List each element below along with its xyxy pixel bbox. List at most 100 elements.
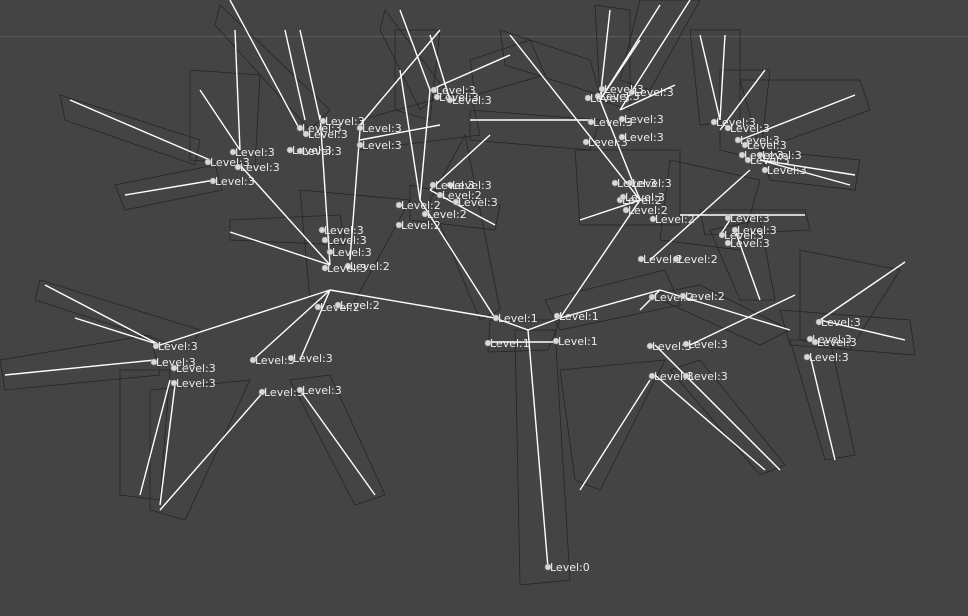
joint-node-40[interactable] [152, 342, 160, 350]
joint-node-53[interactable] [594, 92, 602, 100]
joint-node-66[interactable] [738, 151, 746, 159]
joint-node-54[interactable] [584, 94, 592, 102]
joint-node-60[interactable] [682, 340, 690, 348]
joint-node-8[interactable] [436, 191, 444, 199]
joint-node-52[interactable] [598, 85, 606, 93]
branch-hull-22 [619, 0, 701, 91]
joint-node-23[interactable] [286, 146, 294, 154]
joint-node-59[interactable] [646, 342, 654, 350]
joint-node-20[interactable] [229, 148, 237, 156]
joint-label-72: Level:3 [737, 224, 777, 237]
joint-node-48[interactable] [587, 118, 595, 126]
joint-node-61[interactable] [648, 372, 656, 380]
bone-line-17 [299, 389, 376, 496]
joint-node-62[interactable] [682, 372, 690, 380]
joint-node-55[interactable] [628, 88, 636, 96]
joint-node-69[interactable] [761, 166, 769, 174]
joint-node-2[interactable] [484, 339, 492, 347]
joint-node-64[interactable] [724, 124, 732, 132]
joint-node-13[interactable] [622, 206, 630, 214]
joint-node-6[interactable] [395, 221, 403, 229]
joint-node-17[interactable] [648, 293, 656, 301]
joint-node-39[interactable] [321, 264, 329, 272]
joint-node-21[interactable] [209, 177, 217, 185]
joint-node-58[interactable] [619, 193, 627, 201]
joint-node-14[interactable] [649, 215, 657, 223]
joint-node-46[interactable] [258, 388, 266, 396]
joint-node-29[interactable] [356, 141, 364, 149]
joint-node-16[interactable] [672, 255, 680, 263]
joint-node-43[interactable] [170, 379, 178, 387]
joint-node-75[interactable] [815, 318, 823, 326]
joint-node-25[interactable] [302, 130, 310, 138]
joint-node-72[interactable] [731, 226, 739, 234]
joint-node-42[interactable] [170, 364, 178, 372]
bone-line-30 [359, 29, 441, 126]
joint-node-65[interactable] [734, 136, 742, 144]
joint-node-24[interactable] [296, 124, 304, 132]
branch-hull-11 [214, 4, 331, 131]
joint-node-73[interactable] [718, 231, 726, 239]
joint-node-32[interactable] [446, 96, 454, 104]
joint-label-70: Level:3 [747, 139, 787, 152]
joint-node-71[interactable] [724, 214, 732, 222]
joint-node-34[interactable] [429, 181, 437, 189]
joint-node-26[interactable] [319, 117, 327, 125]
joint-node-77[interactable] [811, 338, 819, 346]
joint-node-5[interactable] [395, 201, 403, 209]
joint-node-47[interactable] [296, 386, 304, 394]
bone-line-57 [719, 34, 726, 121]
joint-node-28[interactable] [356, 124, 364, 132]
joint-node-0[interactable] [544, 563, 552, 571]
joint-node-44[interactable] [249, 356, 257, 364]
joint-node-78[interactable] [803, 353, 811, 361]
joint-node-30[interactable] [430, 86, 438, 94]
joint-node-9[interactable] [314, 303, 322, 311]
joint-node-70[interactable] [741, 141, 749, 149]
branch-hull-33 [709, 219, 776, 301]
joint-node-51[interactable] [618, 115, 626, 123]
joint-node-38[interactable] [326, 248, 334, 256]
joint-node-4[interactable] [552, 337, 560, 345]
bone-line-4 [419, 199, 496, 319]
joint-node-68[interactable] [756, 151, 764, 159]
joint-node-3[interactable] [553, 312, 561, 320]
bone-line-24 [234, 29, 241, 151]
joint-node-11[interactable] [344, 262, 352, 270]
bone-line-36 [429, 134, 491, 191]
joint-node-33[interactable] [446, 181, 454, 189]
joint-node-31[interactable] [433, 93, 441, 101]
bone-line-19 [319, 114, 331, 266]
joint-node-56[interactable] [611, 179, 619, 187]
bone-line-34 [429, 54, 511, 91]
bone-line-5 [329, 289, 496, 319]
joint-node-74[interactable] [724, 239, 732, 247]
joint-node-18[interactable] [679, 292, 687, 300]
joint-node-41[interactable] [150, 358, 158, 366]
joint-node-19[interactable] [204, 158, 212, 166]
joint-node-15[interactable] [637, 255, 645, 263]
joint-node-57[interactable] [626, 179, 634, 187]
joint-node-76[interactable] [806, 335, 814, 343]
joint-node-37[interactable] [321, 236, 329, 244]
joint-label-24: Level:3 [302, 122, 342, 135]
joint-node-45[interactable] [287, 354, 295, 362]
joint-node-22[interactable] [234, 163, 242, 171]
joint-node-67[interactable] [744, 156, 752, 164]
joint-node-36[interactable] [318, 226, 326, 234]
bone-line-21 [69, 99, 211, 161]
joint-node-49[interactable] [582, 138, 590, 146]
joint-node-50[interactable] [618, 133, 626, 141]
joint-node-63[interactable] [710, 118, 718, 126]
joint-label-73: Level:3 [724, 229, 764, 242]
joint-label-34: Level:3 [435, 179, 475, 192]
joint-node-35[interactable] [452, 198, 460, 206]
joint-node-27[interactable] [296, 147, 304, 155]
joint-node-7[interactable] [421, 210, 429, 218]
joint-node-10[interactable] [334, 301, 342, 309]
joint-node-1[interactable] [492, 314, 500, 322]
joint-label-74: Level:3 [730, 237, 770, 250]
joint-label-13: Level:2 [628, 204, 668, 217]
